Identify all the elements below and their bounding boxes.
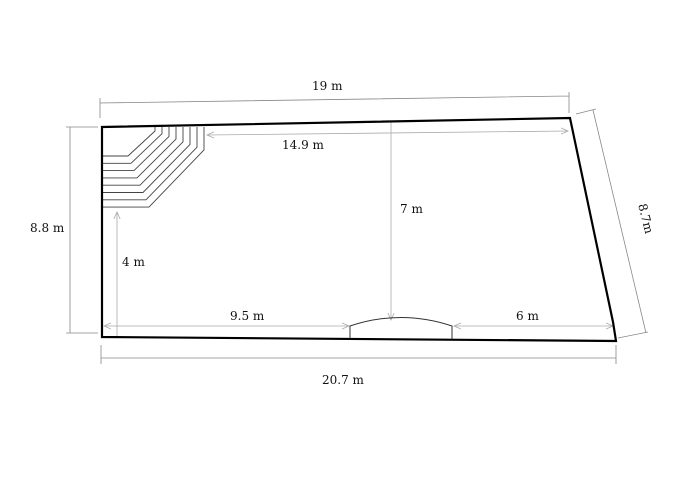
stair-step [103,127,163,164]
stair-step [103,127,156,157]
stair-step [103,127,205,208]
label-bottom: 20.7 m [322,373,365,387]
dim-top [99,92,570,118]
label-bottom-left: 9.5 m [230,309,265,323]
label-inner-height: 7 m [400,202,423,216]
dim-left [66,126,98,334]
stairs [103,127,205,208]
stair-step [103,127,170,172]
stair-step [103,127,184,186]
label-left: 8.8 m [30,221,65,235]
label-bottom-right: 6 m [516,309,539,323]
dim-right [575,108,649,339]
outer-dimensions [66,92,649,364]
label-right: 8.7m [635,202,656,236]
label-top: 19 m [312,79,343,93]
inner-dimensions [104,122,613,336]
label-stairs-offset: 4 m [122,255,145,269]
arrow-14-9 [207,131,568,135]
stair-step [103,127,198,201]
label-inner-top: 14.9 m [282,138,325,152]
dim-bottom [100,345,617,364]
bay-window [349,317,453,339]
stair-step [103,127,191,193]
stair-step [103,127,177,179]
room-outline [100,116,618,343]
